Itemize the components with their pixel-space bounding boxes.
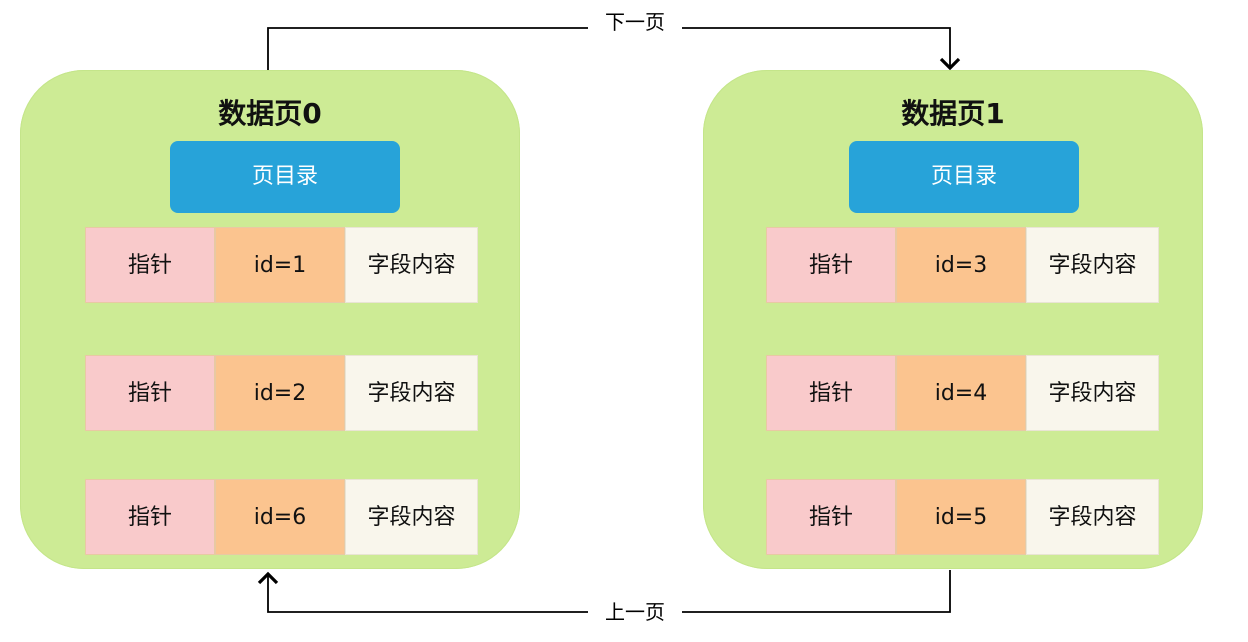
prev-page-label: 上一页 [588, 597, 682, 627]
record-row: 指针 id=4 字段内容 [766, 355, 1159, 431]
record-id: id=2 [215, 355, 345, 431]
data-page-1: 数据页1 页目录 指针 id=3 字段内容 指针 id=4 字段内容 指针 id… [703, 70, 1203, 569]
page-title: 数据页0 [218, 97, 322, 130]
record-field: 字段内容 [1026, 227, 1159, 303]
record-row: 指针 id=3 字段内容 [766, 227, 1159, 303]
page-title: 数据页1 [901, 97, 1005, 130]
record-id: id=1 [215, 227, 345, 303]
record-id: id=5 [896, 479, 1026, 555]
record-field: 字段内容 [345, 479, 478, 555]
record-field: 字段内容 [1026, 355, 1159, 431]
record-id: id=4 [896, 355, 1026, 431]
record-pointer: 指针 [766, 355, 896, 431]
record-id: id=3 [896, 227, 1026, 303]
record-row: 指针 id=6 字段内容 [85, 479, 478, 555]
record-row: 指针 id=2 字段内容 [85, 355, 478, 431]
record-pointer: 指针 [85, 479, 215, 555]
record-pointer: 指针 [766, 479, 896, 555]
record-field: 字段内容 [1026, 479, 1159, 555]
record-field: 字段内容 [345, 355, 478, 431]
next-page-label: 下一页 [588, 7, 682, 37]
record-pointer: 指针 [85, 355, 215, 431]
record-row: 指针 id=1 字段内容 [85, 227, 478, 303]
data-page-0: 数据页0 页目录 指针 id=1 字段内容 指针 id=2 字段内容 指针 id… [20, 70, 520, 569]
page-directory: 页目录 [170, 141, 400, 213]
page-directory: 页目录 [849, 141, 1079, 213]
record-field: 字段内容 [345, 227, 478, 303]
record-id: id=6 [215, 479, 345, 555]
record-row: 指针 id=5 字段内容 [766, 479, 1159, 555]
record-pointer: 指针 [766, 227, 896, 303]
record-pointer: 指针 [85, 227, 215, 303]
